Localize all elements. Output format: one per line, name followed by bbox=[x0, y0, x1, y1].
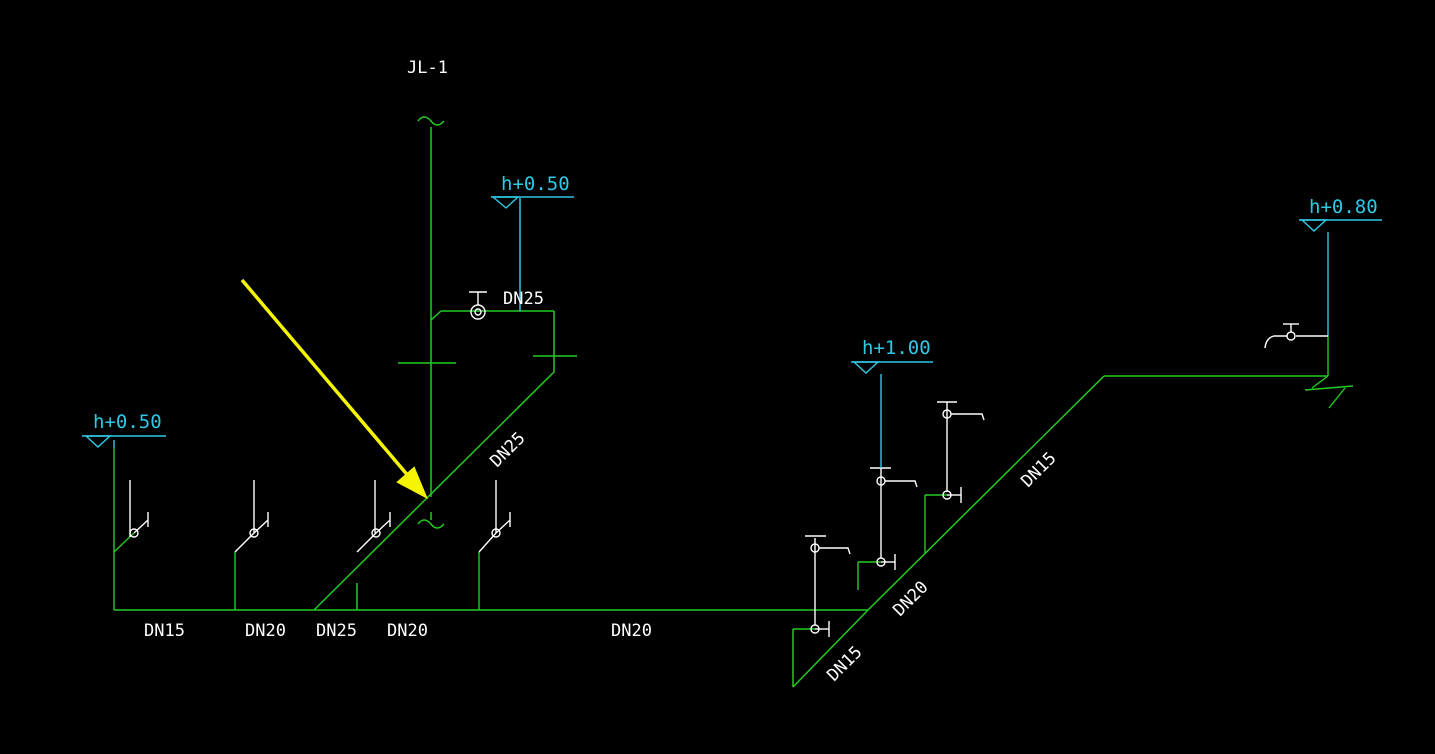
elevation-marker-middle bbox=[851, 361, 933, 374]
elevation-label-right: h+0.80 bbox=[1309, 196, 1378, 218]
pipe-size-main-1: DN15 bbox=[144, 621, 185, 641]
pipe-size-main-2: DN20 bbox=[245, 621, 286, 641]
right-branch bbox=[1264, 219, 1382, 409]
top-branch bbox=[430, 198, 577, 372]
pipe-break-bottom-icon bbox=[417, 519, 445, 529]
fixture-valve-upper bbox=[924, 401, 985, 553]
fixture-tap-4 bbox=[478, 480, 511, 610]
fixture-tap-3 bbox=[356, 480, 391, 553]
elevation-label-left: h+0.50 bbox=[93, 411, 162, 433]
pipe-size-diag-riser: DN25 bbox=[486, 428, 529, 471]
elevation-label-middle: h+1.00 bbox=[862, 337, 931, 359]
left-branch bbox=[82, 435, 166, 610]
gate-valve-icon bbox=[469, 291, 487, 320]
pipe-size-main-3: DN25 bbox=[316, 621, 357, 641]
pipe-size-main-4: DN20 bbox=[387, 621, 428, 641]
right-diagonal-pipes bbox=[792, 375, 1328, 688]
elevation-label-top: h+0.50 bbox=[501, 173, 570, 195]
pipe-break-top-icon bbox=[417, 116, 445, 126]
riser-label: JL-1 bbox=[407, 58, 448, 78]
floor-drain-icon bbox=[1304, 375, 1354, 409]
fixture-tap-2 bbox=[234, 480, 269, 610]
fixture-valve-lower bbox=[793, 535, 851, 637]
elevation-marker-top bbox=[491, 196, 574, 209]
riser-jl-1 bbox=[398, 116, 456, 529]
pipe-size-top-branch: DN25 bbox=[503, 289, 544, 309]
pointer-arrow-icon bbox=[240, 278, 428, 500]
fixture-tap-1 bbox=[113, 480, 149, 553]
main-horizontal-pipe bbox=[114, 371, 868, 611]
fixture-valve-middle bbox=[857, 374, 918, 590]
pipe-size-middle-diag: DN20 bbox=[889, 577, 932, 620]
pipe-size-main-5: DN20 bbox=[611, 621, 652, 641]
diagonal-riser-pipe bbox=[313, 371, 555, 611]
